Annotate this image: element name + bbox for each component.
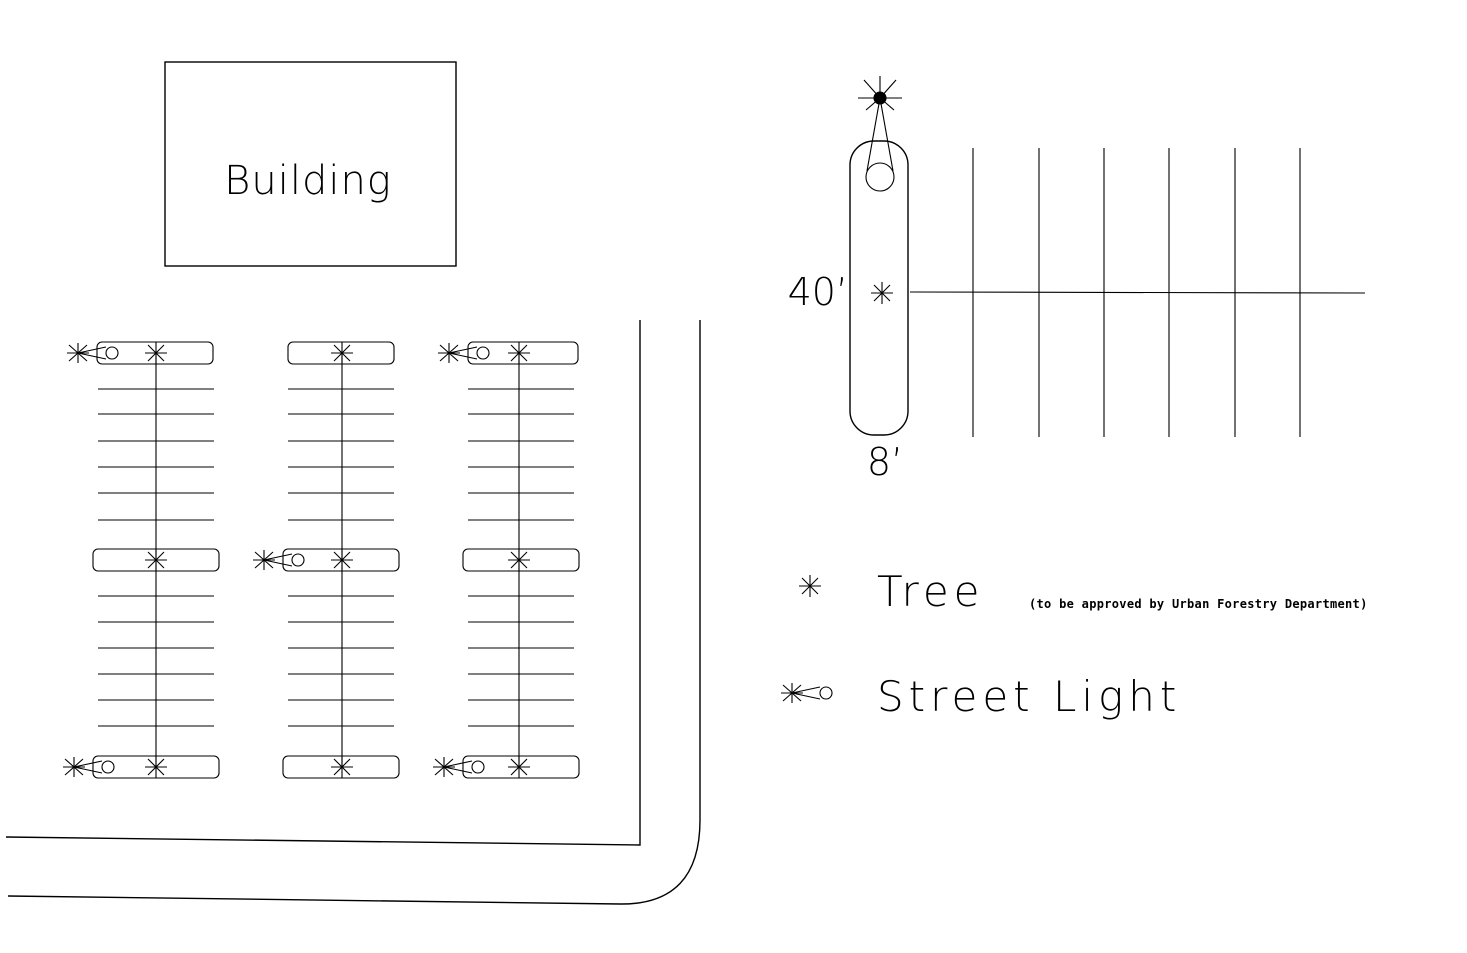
dimension-length-label: 40’ <box>788 270 848 314</box>
detail-aisle-line <box>909 291 1366 294</box>
island-detail <box>849 76 1366 437</box>
detail-island-outline <box>849 140 909 436</box>
detail-light-pole-base <box>865 162 895 192</box>
tree-icon <box>507 341 531 365</box>
legend-tree-label: Tree <box>877 567 985 616</box>
legend-tree-note: (to be approved by Urban Forestry Depart… <box>1029 597 1368 611</box>
parking-lot-edge <box>5 320 641 846</box>
tree-icon <box>507 755 531 779</box>
tree-icon <box>144 548 168 572</box>
landscape-island <box>282 548 400 572</box>
street-light-icon <box>66 342 119 364</box>
tree-icon <box>144 341 168 365</box>
tree-icon <box>330 548 354 572</box>
detail-tree-icon <box>870 281 894 305</box>
tree-icon <box>330 755 354 779</box>
landscape-island <box>462 755 580 779</box>
dimension-width-label: 8’ <box>867 440 903 484</box>
building-outline <box>164 61 457 267</box>
detail-stall-lines <box>972 148 1301 437</box>
landscape-island <box>282 755 400 779</box>
landscape-island <box>467 341 579 365</box>
tree-icon <box>144 755 168 779</box>
parking-rows <box>62 341 580 779</box>
street-light-icon <box>437 342 490 364</box>
detail-street-light-icon <box>858 76 902 111</box>
landscape-island <box>462 548 580 572</box>
landscape-island <box>96 341 214 365</box>
street-light-icon <box>252 549 305 571</box>
tree-icon <box>330 341 354 365</box>
legend-street-light-label: Street Light <box>877 672 1181 721</box>
landscape-island <box>287 341 395 365</box>
street-light-icon <box>432 756 485 778</box>
street-light-icon <box>62 756 115 778</box>
tree-icon <box>507 548 531 572</box>
building-label: Building <box>224 158 392 204</box>
street-curb <box>7 320 701 905</box>
legend-tree-icon <box>798 574 822 598</box>
legend-street-light-icon <box>780 682 833 704</box>
